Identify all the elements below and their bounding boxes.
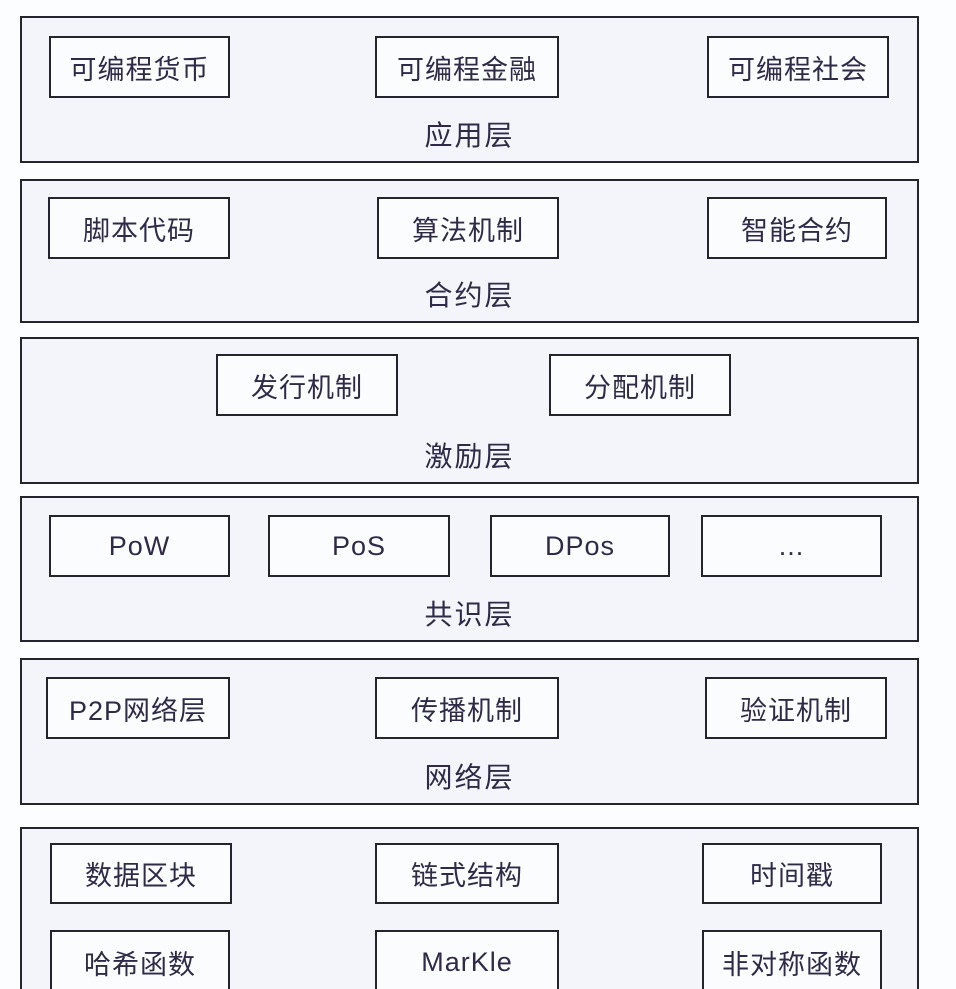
box-propagation-mechanism: 传播机制 bbox=[375, 677, 559, 739]
box-label: 链式结构 bbox=[411, 861, 523, 891]
layer-data: 数据区块 链式结构 时间戳 哈希函数 MarKle 非对称函数 bbox=[20, 827, 919, 989]
box-label: PoS bbox=[331, 530, 387, 561]
box-smart-contract: 智能合约 bbox=[707, 197, 887, 259]
layer-label-application: 应用层 bbox=[424, 120, 515, 151]
box-label: PoW bbox=[108, 530, 171, 561]
box-issuance-mechanism: 发行机制 bbox=[216, 354, 398, 416]
box-script-code: 脚本代码 bbox=[48, 197, 230, 259]
box-verification-mechanism: 验证机制 bbox=[705, 677, 887, 739]
box-timestamp: 时间戳 bbox=[702, 843, 882, 904]
box-label: P2P网络层 bbox=[68, 695, 208, 726]
box-p2p-network: P2P网络层 bbox=[46, 677, 230, 739]
layer-label-incentive: 激励层 bbox=[424, 441, 515, 472]
layer-network: P2P网络层 传播机制 验证机制 网络层 bbox=[20, 658, 919, 805]
box-label: 可编程金融 bbox=[397, 54, 537, 85]
layer-incentive: 发行机制 分配机制 激励层 bbox=[20, 337, 919, 484]
box-label: 分配机制 bbox=[584, 372, 696, 403]
box-pow: PoW bbox=[49, 515, 230, 577]
box-label: 哈希函数 bbox=[84, 949, 196, 980]
box-chain-structure: 链式结构 bbox=[375, 843, 559, 904]
layer-label-consensus: 共识层 bbox=[424, 599, 515, 630]
box-asymmetric-function: 非对称函数 bbox=[702, 930, 882, 989]
box-label: 可编程社会 bbox=[728, 54, 868, 85]
box-label: 非对称函数 bbox=[722, 949, 862, 980]
box-data-block: 数据区块 bbox=[50, 843, 232, 904]
layer-label-network: 网络层 bbox=[424, 762, 515, 793]
box-label: 验证机制 bbox=[740, 695, 852, 726]
box-label: 发行机制 bbox=[251, 372, 363, 403]
box-label: 传播机制 bbox=[411, 695, 523, 726]
layer-label-contract: 合约层 bbox=[424, 280, 515, 311]
box-hash-function: 哈希函数 bbox=[50, 930, 230, 989]
box-programmable-finance: 可编程金融 bbox=[375, 36, 559, 98]
box-ellipsis: ... bbox=[701, 515, 882, 577]
box-label: 数据区块 bbox=[85, 861, 197, 891]
box-distribution-mechanism: 分配机制 bbox=[549, 354, 731, 416]
box-label: 算法机制 bbox=[412, 215, 524, 246]
box-label: DPos bbox=[544, 530, 616, 561]
box-label: ... bbox=[778, 530, 805, 561]
box-label: 智能合约 bbox=[741, 215, 853, 246]
box-markle: MarKle bbox=[375, 930, 559, 989]
box-dpos: DPos bbox=[490, 515, 670, 577]
layer-application: 可编程货币 可编程金融 可编程社会 应用层 bbox=[20, 16, 919, 163]
box-label: 脚本代码 bbox=[83, 215, 195, 246]
layer-contract: 脚本代码 算法机制 智能合约 合约层 bbox=[20, 179, 919, 323]
box-programmable-society: 可编程社会 bbox=[707, 36, 889, 98]
box-programmable-currency: 可编程货币 bbox=[49, 36, 230, 98]
box-pos: PoS bbox=[268, 515, 450, 577]
layer-consensus: PoW PoS DPos ... 共识层 bbox=[20, 496, 919, 642]
box-label: 时间戳 bbox=[750, 861, 834, 891]
box-label: 可编程货币 bbox=[69, 54, 210, 85]
box-label: MarKle bbox=[421, 946, 513, 977]
box-algorithm-mechanism: 算法机制 bbox=[377, 197, 559, 259]
